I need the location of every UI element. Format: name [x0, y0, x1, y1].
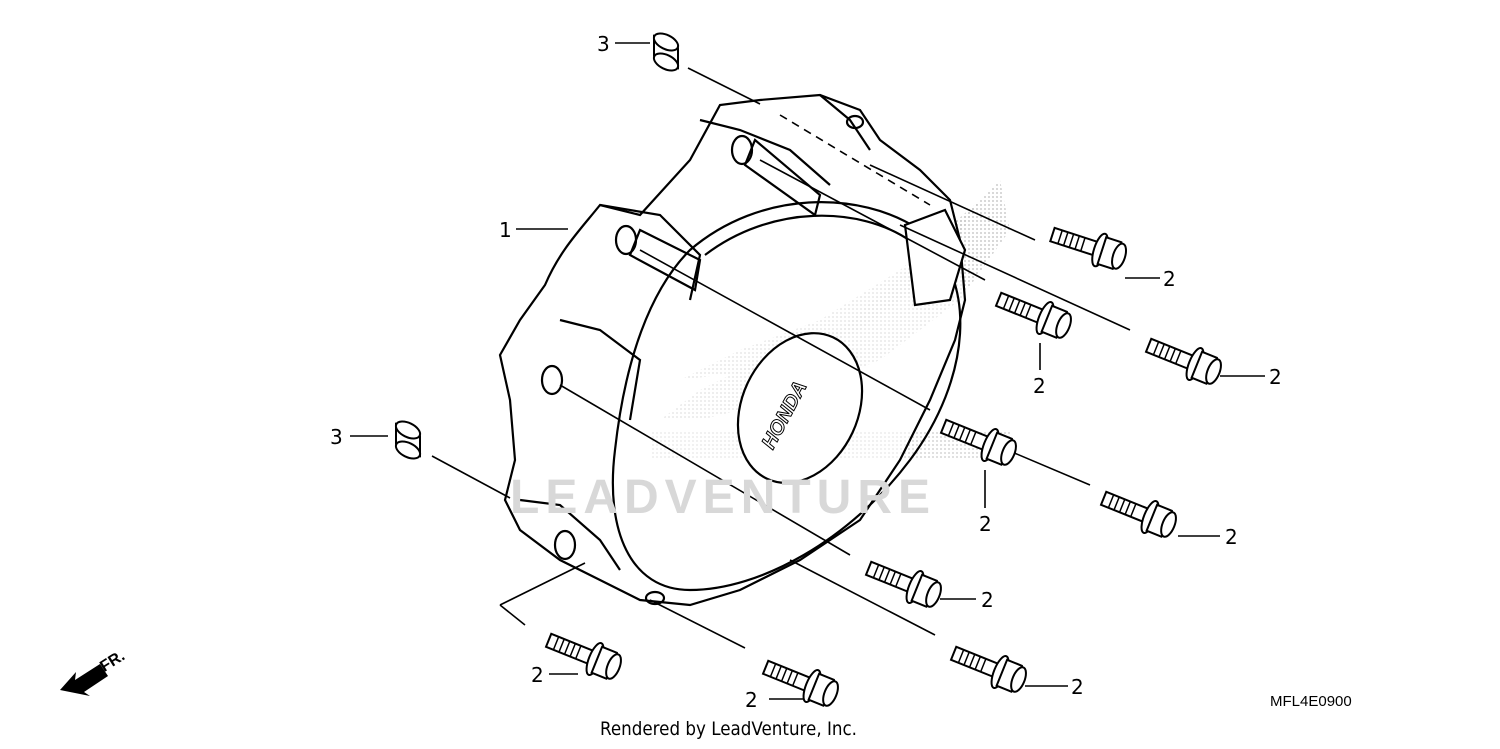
flange-bolt [1096, 481, 1182, 544]
flange-bolt [1046, 217, 1131, 276]
render-credit: Rendered by LeadVenture, Inc. [600, 718, 858, 740]
flange-bolt [541, 623, 627, 686]
callout-bolt: 2 [1269, 365, 1282, 389]
callout-bolt: 2 [1071, 675, 1084, 699]
front-direction-arrow [60, 664, 108, 696]
callout-bolt: 2 [531, 663, 544, 687]
flange-bolt [991, 282, 1077, 345]
dowel-pin-top [650, 29, 682, 75]
dowel-pin-left [392, 417, 424, 463]
leader-lines [350, 42, 1265, 700]
diagram-part-code: MFL4E0900 [1270, 693, 1352, 710]
callout-cover: 1 [499, 218, 512, 242]
callout-bolt: 2 [1225, 525, 1238, 549]
callout-bolt: 2 [745, 688, 758, 712]
callout-bolt: 2 [979, 512, 992, 536]
flange-bolt [946, 636, 1032, 699]
callout-dowel-top: 3 [597, 32, 610, 56]
callout-bolt: 2 [981, 588, 994, 612]
flange-bolt [758, 650, 844, 713]
callout-bolt: 2 [1033, 374, 1046, 398]
generator-cover [498, 93, 967, 607]
callout-bolt: 2 [1163, 267, 1176, 291]
flange-bolt [1141, 328, 1227, 391]
callout-dowel-left: 3 [330, 425, 343, 449]
watermark-text: LEADVENTURE [510, 471, 937, 524]
